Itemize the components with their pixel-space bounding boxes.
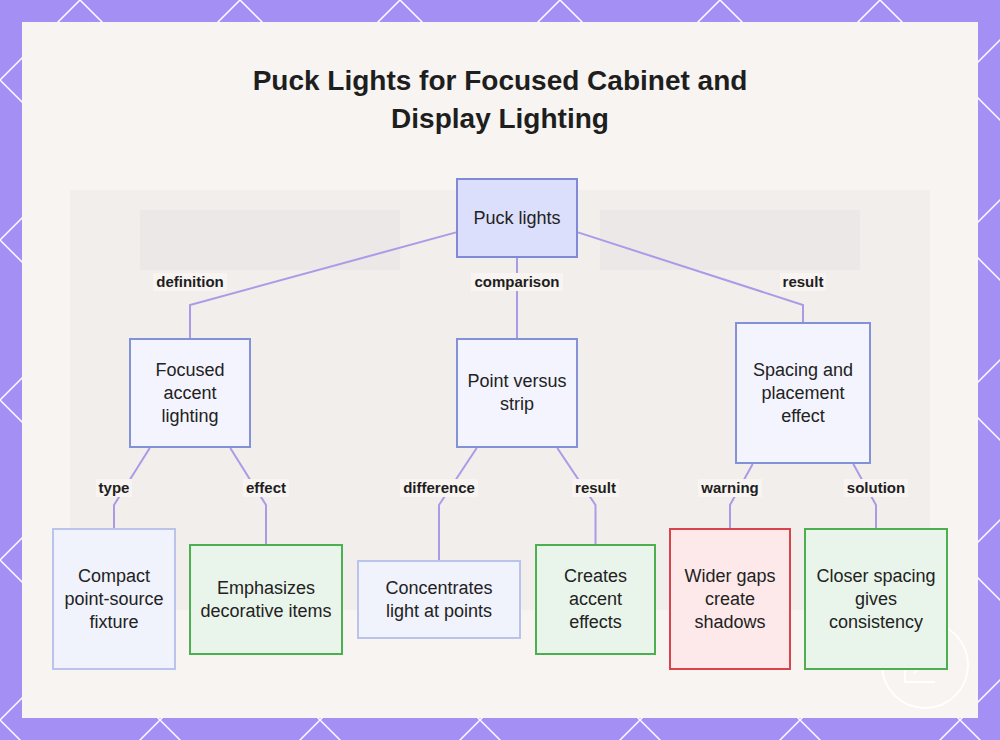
effect-box: Emphasizes decorative items [189,544,343,655]
node-text: Focused accent lighting [131,353,249,434]
node-text: Point versus strip [458,364,576,422]
warning-box: Wider gaps create shadows [669,528,791,670]
connector-line [439,448,477,560]
effect-box: Creates accent effects [535,544,656,655]
node-text: Emphasizes decorative items [191,571,341,629]
connector-line [190,232,456,338]
node-text: Closer spacing gives consistency [806,559,946,640]
concept-box: Spacing and placement effect [735,322,871,464]
connector-line [516,258,518,338]
root-box: Puck lights [456,178,578,258]
node-text: Creates accent effects [537,559,654,640]
connector-line [578,232,803,322]
node-text: Wider gaps create shadows [671,559,789,640]
node-text: Puck lights [465,201,568,236]
edge-label: comparison [471,273,562,291]
concept-box: Point versus strip [456,338,578,448]
edge-label: effect [243,479,289,497]
node-text: Compact point-source fixture [54,559,174,640]
node-text: Concentrates light at points [359,571,519,629]
edge-label: result [780,273,827,291]
node-text: Spacing and placement effect [737,353,869,434]
detail-box: Compact point-source fixture [52,528,176,670]
edge-label: result [572,479,619,497]
diagram-title: Puck Lights for Focused Cabinet and Disp… [200,62,800,138]
edge-label: definition [153,273,227,291]
detail-box: Concentrates light at points [357,560,521,639]
solution-box: Closer spacing gives consistency [804,528,948,670]
edge-label: type [96,479,133,497]
edge-label: difference [400,479,478,497]
concept-box: Focused accent lighting [129,338,251,448]
edge-label: solution [844,479,908,497]
edge-label: warning [698,479,762,497]
